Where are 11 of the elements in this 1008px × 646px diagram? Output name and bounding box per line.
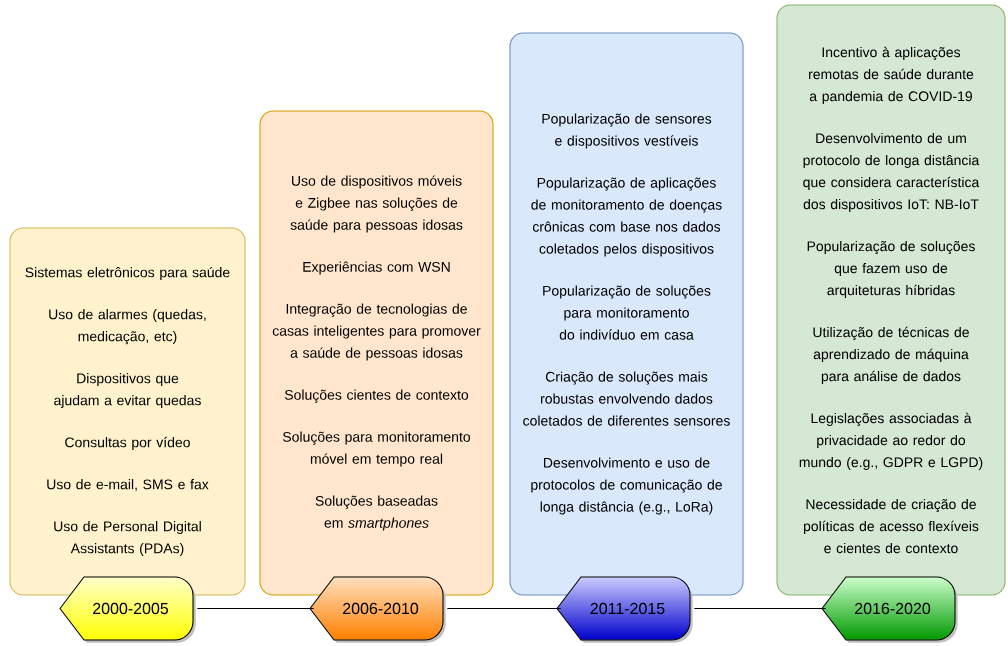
- timeline-line: [196, 607, 315, 610]
- year-tag: 2000-2005: [59, 576, 196, 643]
- year-tag: 2006-2010: [309, 576, 446, 643]
- timeline-box: Uso de dispositivos móveis e Zigbee nas soluções de saúde para pessoas idosas Experiências com WSN Integração de tecnologias de casas inteligentes para promover a saúde de pessoas idosas Soluções cientes de contexto Soluções para monitoramento móvel em tempo real Soluções baseadas em smartphones: [259, 110, 494, 596]
- timeline-box: Popularização de sensores e dispositivos vestíveis Popularização de aplicações de monitoramento de doenças crônicas com base nos dados coletados pelos dispositivos Popularização de soluções para monitoramento do indivíduo em casa Criação de soluções mais robustas envolvendo dados coletados de diferentes sensores Desenvolvimento e uso de protocolos de comunicação de longa distância (e.g., LoRa): [509, 32, 744, 596]
- timeline-box: Sistemas eletrônicos para saúde Uso de alarmes (quedas, medicação, etc) Dispositivos que ajudam a evitar quedas Consultas por vídeo Uso de e-mail, SMS e fax Uso de Personal Digital Assistants (PDAs): [9, 227, 246, 596]
- timeline-line: [446, 607, 562, 610]
- year-tag: 2016-2020: [821, 576, 958, 643]
- timeline-box: Incentivo à aplicações remotas de saúde durante a pandemia de COVID-19 Desenvolvimento de um protocolo de longa distância que considera característica dos dispositivos IoT: NB-IoT Popularização de soluções que fazem uso de arquiteturas híbridas Utilização de técnicas de aprendizado de máquina para análise de dados Legislações associadas à privacidade ao redor do mundo (e.g., GDPR e LGPD) Necessidade de criação de políticas de acesso flexíveis e cientes de contexto: [776, 4, 1006, 596]
- year-tag: 2011-2015: [556, 576, 693, 643]
- timeline-line: [693, 607, 827, 610]
